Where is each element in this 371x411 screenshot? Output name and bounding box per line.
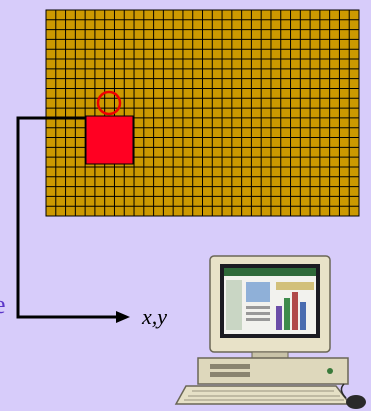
edge-glyph-bottom: e <box>0 290 6 320</box>
selected-square <box>85 115 134 165</box>
target-circle <box>96 90 122 116</box>
output-connector <box>16 116 130 323</box>
cell-grid <box>45 9 360 217</box>
arrow-head <box>116 311 130 323</box>
output-coordinates-label: x,y <box>142 304 168 329</box>
desktop-computer-icon <box>174 255 366 409</box>
edge-glyph-top: ‘ <box>0 0 1 22</box>
